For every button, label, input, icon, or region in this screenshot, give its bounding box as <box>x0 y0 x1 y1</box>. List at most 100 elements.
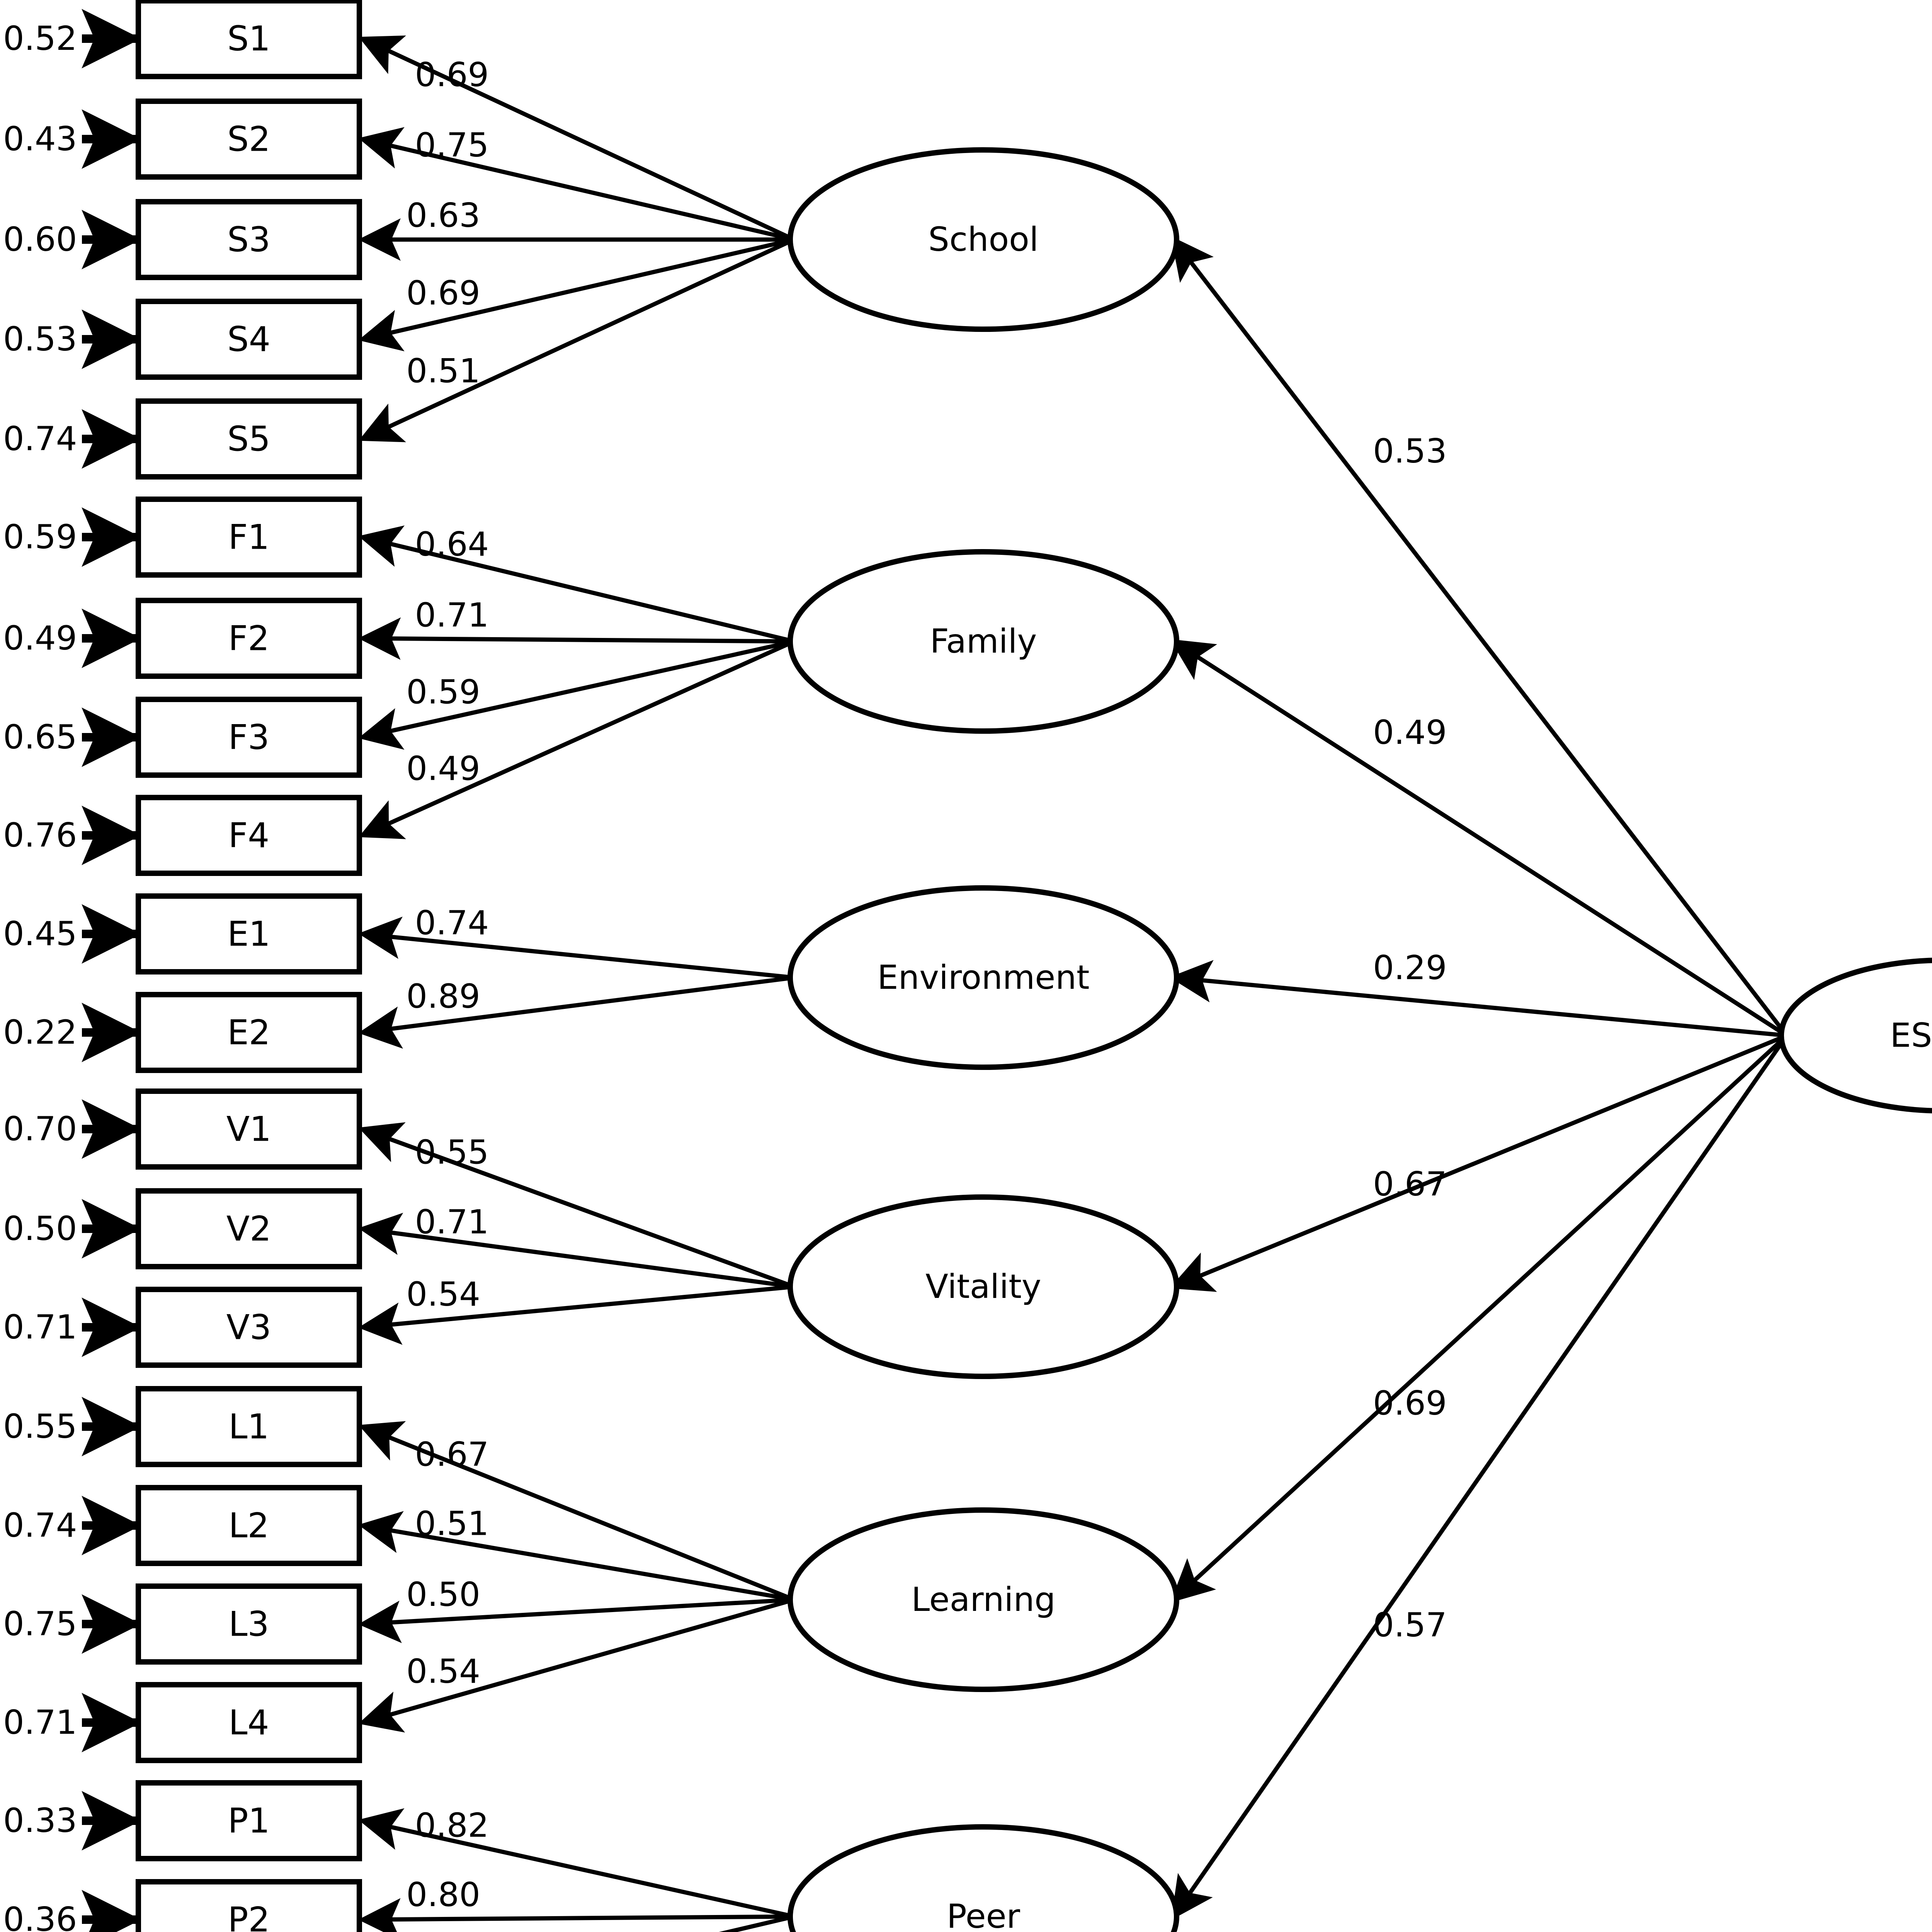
latent-ellipse <box>787 885 1179 1070</box>
residual-value: 0.49 <box>3 619 77 658</box>
indicator-box <box>136 1682 362 1763</box>
indicator-s1: S1 <box>136 0 362 79</box>
indicator-label: V3 <box>226 1308 271 1347</box>
residual-value: 0.75 <box>3 1605 77 1643</box>
latent-factor-label: Learning <box>911 1580 1055 1619</box>
latent-ellipses-layer: SchoolFamilyEnvironmentVitalityLearningP… <box>787 147 1932 1932</box>
loading-value-e1: 0.74 <box>415 904 489 942</box>
residual-value: 0.76 <box>3 816 77 855</box>
indicator-label: V2 <box>226 1209 271 1249</box>
indicator-box <box>136 1386 362 1467</box>
residual-value: 0.60 <box>3 220 77 259</box>
loading-value-f4: 0.49 <box>406 750 480 788</box>
indicator-box <box>136 1485 362 1566</box>
loading-arrow-v2 <box>358 1213 794 1289</box>
indicator-label: S5 <box>227 419 270 459</box>
residual-value: 0.55 <box>3 1407 77 1446</box>
indicator-box <box>136 1583 362 1665</box>
indicator-v2: V2 <box>136 1188 362 1269</box>
structural-path-value-school: 0.53 <box>1373 432 1447 471</box>
indicator-label: F2 <box>228 619 270 658</box>
structural-path-environment <box>1169 960 1787 1038</box>
loading-arrow-f1 <box>358 525 795 644</box>
indicator-f4: F4 <box>136 795 362 876</box>
indicator-label: L3 <box>228 1604 269 1644</box>
latent-factor-school: School <box>787 147 1179 332</box>
loading-arrow-v1 <box>358 1122 795 1289</box>
outcome-ellipse <box>1779 957 1932 1114</box>
numeric-labels-layer: 0.52 0.43 0.60 0.53 0.74 0.59 0.49 0.65 0.76 0.45… <box>3 19 1447 1932</box>
loading-value-p2: 0.80 <box>406 1876 480 1914</box>
latent-factor-label: Environment <box>877 958 1089 997</box>
indicator-label: S1 <box>227 19 270 59</box>
residual-value: 0.45 <box>3 915 77 953</box>
indicator-label: V1 <box>226 1109 271 1149</box>
indicator-label: F1 <box>228 517 270 557</box>
indicator-e2: E2 <box>136 992 362 1073</box>
structural-path-value-learning: 0.69 <box>1373 1384 1447 1423</box>
residual-value: 0.59 <box>3 518 77 556</box>
residual-value: 0.71 <box>3 1703 77 1742</box>
loading-value-s2: 0.75 <box>415 126 489 165</box>
loading-arrow-s2 <box>358 127 795 242</box>
loading-value-v1: 0.55 <box>415 1133 489 1172</box>
residual-value: 0.74 <box>3 1506 77 1545</box>
indicator-box <box>136 1188 362 1269</box>
loading-arrow-l4 <box>358 1597 795 1733</box>
loading-arrow-l2 <box>358 1511 794 1602</box>
latent-ellipse <box>787 1507 1179 1692</box>
loading-value-v2: 0.71 <box>415 1203 489 1242</box>
residual-value: 0.65 <box>3 718 77 757</box>
indicator-label: P2 <box>228 1900 270 1932</box>
structural-path-peer <box>1171 1034 1789 1920</box>
latent-ellipse <box>787 549 1179 734</box>
loading-value-f3: 0.59 <box>406 673 480 711</box>
indicator-label: S4 <box>227 320 270 359</box>
structural-path-value-environment: 0.29 <box>1373 949 1447 987</box>
loading-value-s5: 0.51 <box>406 352 480 390</box>
indicator-l4: L4 <box>136 1682 362 1763</box>
latent-factor-environment: Environment <box>787 885 1179 1070</box>
structural-path-value-family: 0.49 <box>1373 713 1447 752</box>
loading-value-s3: 0.63 <box>406 196 480 235</box>
loading-arrow-e1 <box>358 917 794 980</box>
residual-value: 0.53 <box>3 320 77 359</box>
indicator-s3: S3 <box>136 199 362 280</box>
loading-value-v3: 0.54 <box>406 1275 480 1314</box>
indicator-box <box>136 497 362 578</box>
loading-value-l1: 0.67 <box>415 1435 489 1474</box>
loading-value-l3: 0.50 <box>406 1575 480 1614</box>
indicator-label: L1 <box>228 1407 269 1447</box>
residual-value: 0.43 <box>3 120 77 158</box>
indicator-label: F4 <box>228 816 270 855</box>
structural-path-value-peer: 0.57 <box>1373 1606 1447 1645</box>
indicator-label: F3 <box>228 718 270 757</box>
loading-value-s1: 0.69 <box>415 56 489 94</box>
latent-factor-learning: Learning <box>787 1507 1179 1692</box>
loading-value-p1: 0.82 <box>415 1806 489 1845</box>
indicator-box <box>136 0 362 79</box>
indicator-label: P1 <box>228 1801 270 1841</box>
indicator-e1: E1 <box>136 893 362 975</box>
loading-arrow-v3 <box>358 1284 794 1345</box>
indicator-box <box>136 99 362 180</box>
latent-factor-peer: Peer <box>787 1824 1179 1932</box>
loading-value-f2: 0.71 <box>415 596 489 634</box>
loading-arrow-e2 <box>358 975 794 1049</box>
loading-arrow-f3 <box>358 639 795 750</box>
latent-ellipse <box>787 1824 1179 1932</box>
residual-value: 0.50 <box>3 1209 77 1248</box>
loading-arrow-l1 <box>358 1421 795 1602</box>
residual-value: 0.52 <box>3 19 77 58</box>
indicator-box <box>136 199 362 280</box>
structural-path-value-vitality: 0.67 <box>1373 1165 1447 1204</box>
loading-arrow-l3 <box>358 1597 794 1643</box>
indicator-s2: S2 <box>136 99 362 180</box>
latent-factor-label: Vitality <box>925 1267 1041 1306</box>
residual-value: 0.70 <box>3 1110 77 1148</box>
indicator-box <box>136 697 362 778</box>
loading-arrow-s4 <box>358 237 795 352</box>
residual-value: 0.36 <box>3 1900 77 1932</box>
residual-value: 0.22 <box>3 1013 77 1052</box>
